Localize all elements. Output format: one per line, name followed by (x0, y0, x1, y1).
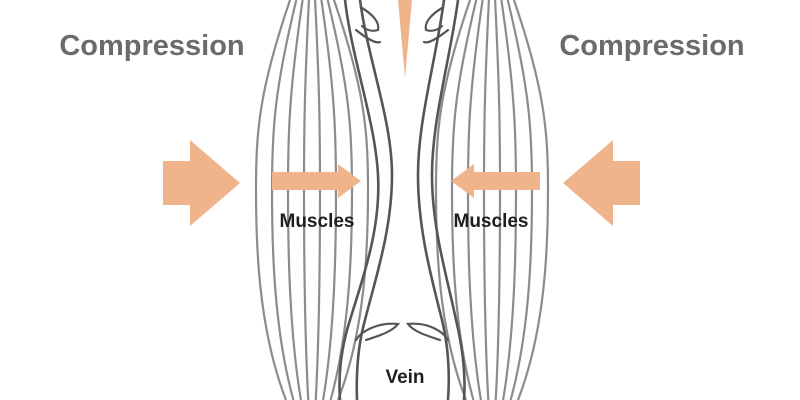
vein-wall-left-inner (355, 0, 394, 400)
vein-wall-right-outer (430, 0, 466, 400)
vein-label: Vein (385, 367, 424, 388)
vein-valve-top-left (360, 6, 380, 32)
compression-arrow-left (163, 140, 240, 226)
blood-flow-wedge (398, 0, 412, 78)
right-muscle-fiber (500, 0, 518, 400)
left-muscle-fiber (254, 0, 292, 400)
left-muscle-fiber (326, 0, 354, 400)
left-muscle-fiber (286, 0, 304, 400)
vein-wall-left-outer (338, 0, 380, 400)
right-muscle-fiber (482, 0, 490, 400)
vein-valve-top-left-2 (354, 28, 382, 44)
left-muscle-fiber (302, 0, 310, 400)
vein-valve-top-right-2 (422, 28, 450, 44)
vein-wall-right-inner (416, 0, 451, 400)
right-muscle-fiber (466, 0, 484, 400)
compression-label-right: Compression (559, 30, 744, 62)
vein (338, 0, 466, 400)
right-muscle-fiber (434, 0, 472, 400)
vein-valve-top-right (424, 6, 444, 32)
right-muscle-bundle (434, 0, 550, 400)
muscle-arrow-left (272, 164, 361, 198)
right-muscle-fiber (512, 0, 550, 400)
left-muscle-fiber (332, 0, 370, 400)
left-muscle-fiber (270, 0, 298, 400)
compression-label-left: Compression (59, 30, 244, 62)
left-muscle-fiber (314, 0, 322, 400)
vein-valve-bottom-left (354, 322, 401, 342)
right-muscle-fiber (506, 0, 534, 400)
muscle-arrow-right (451, 164, 540, 198)
left-muscle-bundle (254, 0, 370, 400)
muscles-label-right: Muscles (454, 211, 529, 232)
compression-arrow-right (563, 140, 640, 226)
vein-valve-bottom-right (405, 322, 450, 342)
left-muscle-fiber (320, 0, 338, 400)
right-muscle-fiber (494, 0, 502, 400)
muscles-label-left: Muscles (280, 211, 355, 232)
